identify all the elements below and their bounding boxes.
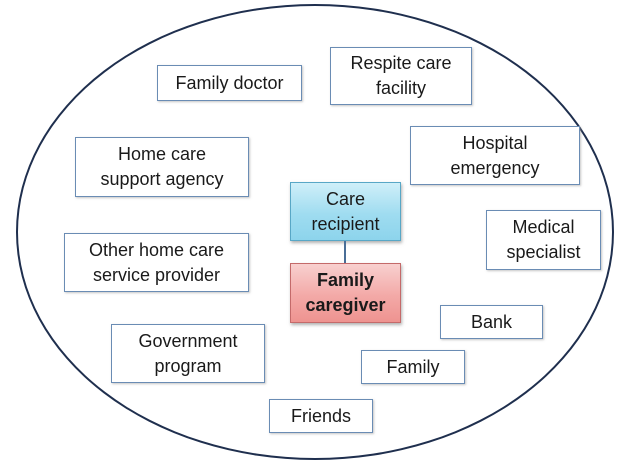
node-home-care-support-agency: Home care support agency <box>75 137 249 197</box>
node-care-recipient: Care recipient <box>290 182 401 241</box>
node-respite-care-facility: Respite care facility <box>330 47 472 105</box>
node-hospital-emergency: Hospital emergency <box>410 126 580 185</box>
node-family-caregiver: Family caregiver <box>290 263 401 323</box>
node-medical-specialist: Medical specialist <box>486 210 601 270</box>
center-connector-line <box>344 241 346 263</box>
node-other-home-care-service-provider: Other home care service provider <box>64 233 249 292</box>
support-network-ellipse <box>16 4 614 460</box>
node-family-doctor: Family doctor <box>157 65 302 101</box>
node-family: Family <box>361 350 465 384</box>
node-friends: Friends <box>269 399 373 433</box>
node-government-program: Government program <box>111 324 265 383</box>
node-bank: Bank <box>440 305 543 339</box>
